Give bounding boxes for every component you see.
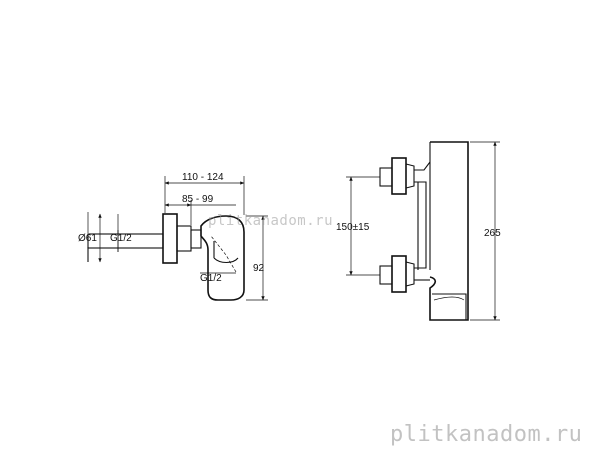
dim-thread-inlet: G1/2 <box>110 233 132 244</box>
dim-height-side: 92 <box>253 263 265 274</box>
side-view: 110 - 124 85 - 99 Ø61 G1/2 G1/2 92 <box>78 172 268 301</box>
watermark-center: plitkanadom.ru <box>208 213 334 229</box>
watermark-bottom: plitkanadom.ru <box>390 422 583 447</box>
dim-height-total: 265 <box>484 228 501 239</box>
dim-diameter: Ø61 <box>78 233 97 244</box>
dim-thread-outlet: G1/2 <box>200 273 222 284</box>
dim-centers: 150±15 <box>336 222 370 233</box>
dim-width-range: 110 - 124 <box>182 172 224 183</box>
dim-offset-range: 85 - 99 <box>182 194 214 205</box>
front-view: 150±15 265 <box>336 141 501 321</box>
